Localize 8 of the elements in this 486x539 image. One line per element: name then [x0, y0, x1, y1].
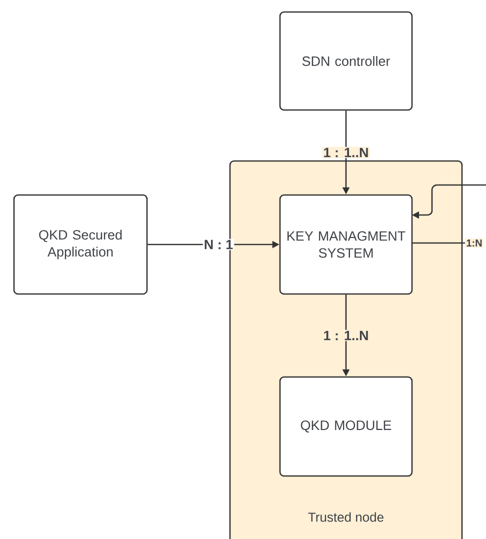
- edge-label: 1 : 1..N: [322, 330, 370, 342]
- process-box: QKD Secured Application: [13, 194, 148, 295]
- process-box: SDN controller: [279, 11, 413, 111]
- edge-label: 1:N: [465, 238, 484, 248]
- edge-label: N : 1: [202, 238, 234, 250]
- process-box: QKD MODULE: [279, 376, 413, 477]
- process-box: KEY MANAGMENT SYSTEM: [279, 194, 413, 295]
- edge-label: 1 : 1..N: [322, 146, 370, 158]
